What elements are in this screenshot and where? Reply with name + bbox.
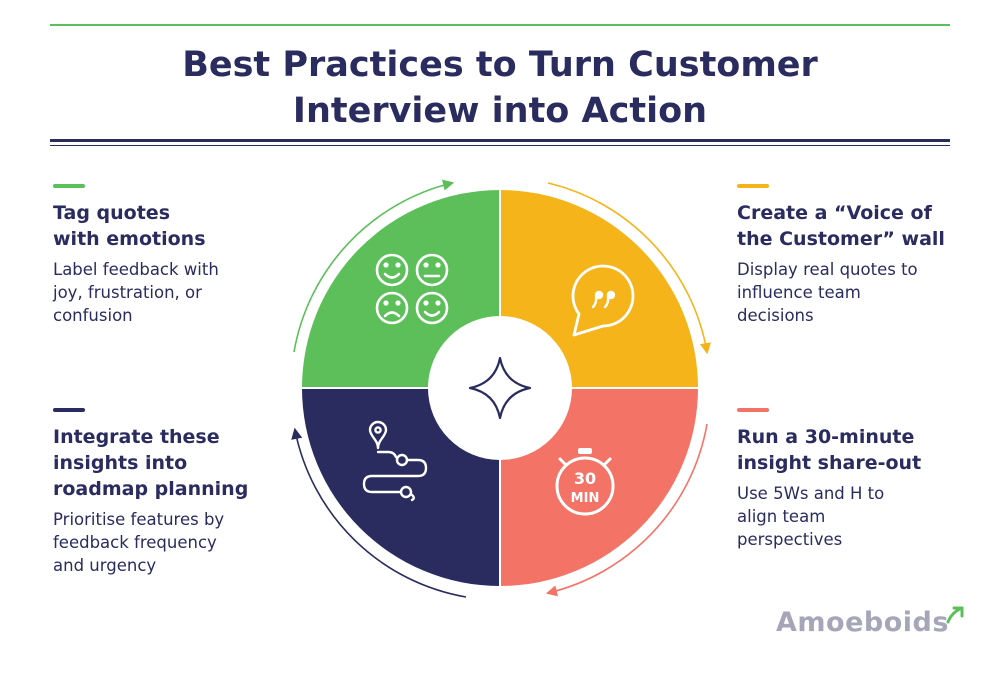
- desc-line: joy, frustration, or: [53, 283, 202, 302]
- practice-description: Label feedback with joy, frustration, or…: [53, 258, 303, 327]
- timer-unit: MIN: [571, 491, 600, 506]
- accent-bar-navy: [53, 408, 85, 412]
- title-rule-thin: [50, 145, 950, 146]
- heading-line: Tag quotes: [53, 202, 171, 224]
- top-rule: [50, 24, 950, 26]
- heading-line: the Customer” wall: [737, 228, 945, 250]
- desc-line: confusion: [53, 306, 133, 325]
- practice-share-out: Run a 30-minute insight share-out Use 5W…: [737, 408, 987, 551]
- desc-line: Label feedback with: [53, 260, 219, 279]
- center-circle: [428, 316, 572, 460]
- accent-bar-green: [53, 184, 85, 188]
- smile-face-icon: [415, 291, 449, 325]
- practice-tag-quotes: Tag quotes with emotions Label feedback …: [53, 184, 303, 327]
- practice-description: Use 5Ws and H to align team perspectives: [737, 482, 987, 551]
- desc-line: Use 5Ws and H to: [737, 484, 885, 503]
- desc-line: perspectives: [737, 530, 843, 549]
- arrow-coral: [545, 423, 708, 597]
- heading-line: Run a 30-minute: [737, 426, 915, 448]
- timer-number: 30: [574, 469, 596, 488]
- desc-line: influence team: [737, 283, 861, 302]
- heading-line: with emotions: [53, 228, 206, 250]
- sad-face-icon: [375, 291, 409, 325]
- accent-bar-coral: [737, 408, 769, 412]
- title-line-2: Interview into Action: [292, 91, 708, 131]
- quote-bubble-icon: [571, 264, 635, 337]
- practice-heading: Create a “Voice of the Customer” wall: [737, 200, 987, 252]
- title-rule-thick: [50, 139, 950, 142]
- desc-line: Display real quotes to: [737, 260, 918, 279]
- roadmap-route-icon: [362, 420, 428, 502]
- desc-line: decisions: [737, 306, 814, 325]
- title-line-1: Best Practices to Turn Customer: [182, 45, 818, 85]
- practice-heading: Tag quotes with emotions: [53, 200, 303, 252]
- arrow-green: [293, 179, 455, 353]
- practice-heading: Run a 30-minute insight share-out: [737, 424, 987, 476]
- brand-logo: Amoeboids: [776, 607, 949, 638]
- stopwatch-icon: 30 MIN: [555, 448, 615, 516]
- happy-face-icon: [375, 253, 409, 287]
- sparkle-icon: [468, 356, 532, 420]
- heading-line: insights into: [53, 452, 188, 474]
- practice-voice-wall: Create a “Voice of the Customer” wall Di…: [737, 184, 987, 327]
- page-title: Best Practices to Turn Customer Intervie…: [50, 42, 950, 134]
- practice-description: Prioritise features by feedback frequenc…: [53, 508, 283, 577]
- neutral-face-icon: [415, 253, 449, 287]
- accent-bar-yellow: [737, 184, 769, 188]
- heading-line: Create a “Voice of: [737, 202, 932, 224]
- arrow-yellow: [547, 182, 711, 355]
- practice-heading: Integrate these insights into roadmap pl…: [53, 424, 283, 502]
- desc-line: align team: [737, 507, 826, 526]
- desc-line: feedback frequency: [53, 533, 217, 552]
- heading-line: Integrate these: [53, 426, 220, 448]
- arrow-navy: [291, 427, 467, 598]
- heading-line: roadmap planning: [53, 478, 249, 500]
- brand-arrow-icon: [946, 606, 964, 624]
- practice-description: Display real quotes to influence team de…: [737, 258, 987, 327]
- practice-roadmap: Integrate these insights into roadmap pl…: [53, 408, 283, 577]
- heading-line: insight share-out: [737, 452, 922, 474]
- practices-wheel: 30 MIN: [291, 179, 711, 598]
- desc-line: Prioritise features by: [53, 510, 225, 529]
- emotion-faces-icon: [375, 253, 449, 325]
- desc-line: and urgency: [53, 556, 157, 575]
